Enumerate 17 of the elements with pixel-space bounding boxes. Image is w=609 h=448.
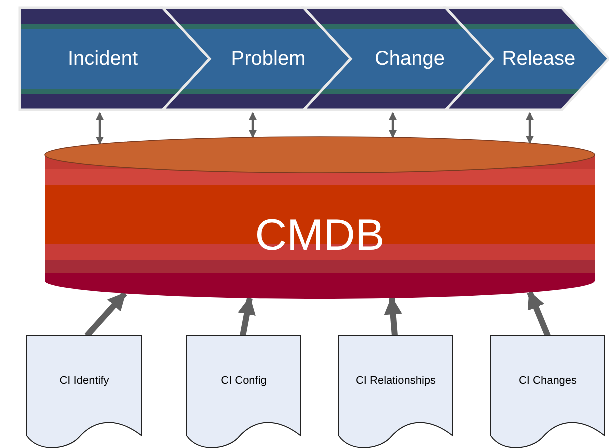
document-label: CI Config — [221, 375, 267, 387]
stage-label: Change — [374, 48, 446, 70]
arrow — [527, 290, 551, 338]
database-label: CMDB — [255, 211, 385, 261]
arrow — [238, 296, 256, 337]
document-label: CI Changes — [518, 375, 578, 387]
stage-label: Release — [502, 48, 576, 70]
document-label: CI Identify — [60, 375, 110, 387]
arrow — [389, 112, 397, 138]
arrow — [526, 112, 534, 144]
stage-label: Incident — [68, 48, 138, 70]
stage-label: Problem — [231, 48, 306, 70]
arrow — [84, 292, 128, 338]
arrow — [249, 112, 257, 138]
arrow — [384, 296, 402, 336]
arrow — [96, 112, 104, 145]
document-label: CI Relationships — [356, 375, 436, 387]
